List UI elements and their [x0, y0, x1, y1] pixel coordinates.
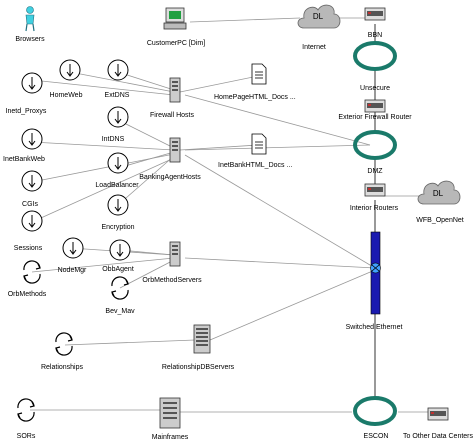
relationships-label: Relationships — [40, 364, 84, 371]
load-balancer-label: LoadBalancer — [95, 182, 139, 189]
unsecure-ring-icon — [353, 41, 397, 71]
service-icons — [17, 260, 129, 422]
link-extdns-firewall — [117, 71, 175, 91]
customer-pc-icon — [163, 7, 187, 30]
wfb-cloud-label: DL — [432, 189, 444, 198]
sessions-label: Sessions — [13, 245, 43, 252]
link-pc-internet — [189, 17, 301, 23]
inetbankweb-process-icon — [21, 128, 43, 150]
exterior-firewall-router-icon — [364, 99, 386, 113]
link-sessions-banking — [31, 157, 175, 223]
bbn-router-icon — [364, 7, 386, 21]
link-banking-inetbankdocs — [179, 144, 259, 151]
inetbank-html-docs-label: InetBankHTML_Docs ... — [218, 162, 293, 169]
link-cgis-banking — [31, 153, 175, 183]
switched-ethernet-bus-icon — [370, 231, 381, 315]
internet-cloud-icon — [297, 4, 341, 29]
encryption-process-icon — [107, 194, 129, 216]
wfb-opennet-label: WFB_OpenNet — [416, 217, 464, 224]
wfb-opennet-cloud-icon — [417, 180, 461, 205]
mainframes-icon — [159, 397, 181, 429]
link-banking-ethernet — [184, 154, 376, 269]
homepage-html-docs-icon — [251, 63, 267, 85]
orbmethods-label: OrbMethods — [7, 291, 47, 298]
link-reldb-ethernet — [209, 269, 376, 341]
browsers-label: Browsers — [15, 36, 45, 43]
server-icons — [159, 77, 211, 429]
document-icons — [251, 63, 267, 155]
cgis-label: CGIs — [22, 201, 38, 208]
link-intdns-banking — [117, 119, 175, 149]
inetbankweb-label: InetBankWeb — [3, 156, 45, 163]
nodemgr-label: NodeMgr — [57, 267, 87, 274]
nodemgr-process-icon — [62, 237, 84, 259]
internet-label: Internet — [302, 44, 326, 51]
inetbank-html-docs-icon — [251, 133, 267, 155]
extdns-label: ExtDNS — [104, 92, 130, 99]
to-other-data-centers-router-icon — [427, 407, 449, 421]
relationship-db-servers-icon — [193, 324, 211, 354]
firewall-hosts-label: Firewall Hosts — [150, 112, 194, 119]
link-relationships-reldb — [64, 339, 196, 346]
intdns-label: IntDNS — [101, 136, 125, 143]
switched-ethernet-label: Switched Ethernet — [345, 324, 403, 331]
relationships-service-icon — [55, 332, 73, 356]
process-icons — [21, 59, 131, 261]
link-firewall-homepagedocs — [179, 75, 259, 93]
link-bevmav-orb — [119, 259, 175, 289]
connection-lines — [30, 17, 430, 413]
exterior-firewall-router-label: Exterior Firewall Router — [338, 114, 412, 121]
dmz-ring-icon — [353, 130, 397, 160]
relationship-db-servers-label: RelationshipDBServers — [161, 364, 235, 371]
bev-mav-service-icon — [111, 276, 129, 300]
banking-agent-hosts-label: BankingAgentHosts — [139, 174, 201, 181]
loadbalancer-process-icon — [107, 152, 129, 174]
internet-cloud-label: DL — [312, 12, 324, 21]
interior-routers-label: Interior Routers — [349, 205, 399, 212]
interior-routers-icon — [364, 183, 386, 197]
banking-agent-hosts-server-icon — [169, 137, 181, 163]
dmz-label: DMZ — [367, 168, 383, 175]
extdns-process-icon — [107, 59, 129, 81]
escon-ring-icon — [353, 396, 397, 426]
intdns-process-icon — [107, 106, 129, 128]
customer-pc-label: CustomerPC [Dim] — [146, 40, 206, 47]
obbagent-process-icon — [109, 239, 131, 261]
link-firewall-dmz — [184, 94, 371, 146]
homeweb-label: HomeWeb — [49, 92, 83, 99]
bev-mav-label: Bev_Mav — [105, 308, 135, 315]
link-inetd-firewall — [31, 79, 175, 96]
homepage-html-docs-label: HomePageHTML_Docs ... — [214, 94, 296, 101]
link-inetbankweb-banking — [31, 141, 175, 151]
inetd-proxys-label: Inetd_Proxys — [5, 108, 47, 115]
to-other-data-centers-label: To Other Data Centers — [402, 433, 474, 440]
bbn-label: BBN — [367, 32, 383, 39]
mainframes-label: Mainframes — [151, 434, 189, 441]
sors-service-icon — [17, 398, 35, 422]
homeweb-process-icon — [59, 59, 81, 81]
link-orbmethods-orb — [31, 257, 175, 273]
orbmethod-servers-server-icon — [169, 241, 181, 267]
unsecure-label: Unsecure — [360, 85, 390, 92]
link-orb-ethernet — [184, 257, 376, 269]
obbagent-label: ObbAgent — [102, 266, 134, 273]
sessions-process-icon — [21, 210, 43, 232]
browsers-icon — [25, 6, 35, 32]
encryption-label: Encryption — [101, 224, 135, 231]
sors-label: SORs — [16, 433, 36, 440]
escon-label: ESCON — [363, 433, 389, 440]
link-encryption-banking — [117, 155, 175, 206]
link-homeweb-firewall — [69, 71, 175, 93]
cgis-process-icon — [21, 170, 43, 192]
firewall-hosts-server-icon — [169, 77, 181, 103]
orbmethod-servers-label: OrbMethodServers — [142, 277, 202, 284]
link-banking-dmz — [184, 144, 371, 151]
inetd-proxys-process-icon — [21, 72, 43, 94]
orbmethods-service-icon — [23, 260, 41, 284]
